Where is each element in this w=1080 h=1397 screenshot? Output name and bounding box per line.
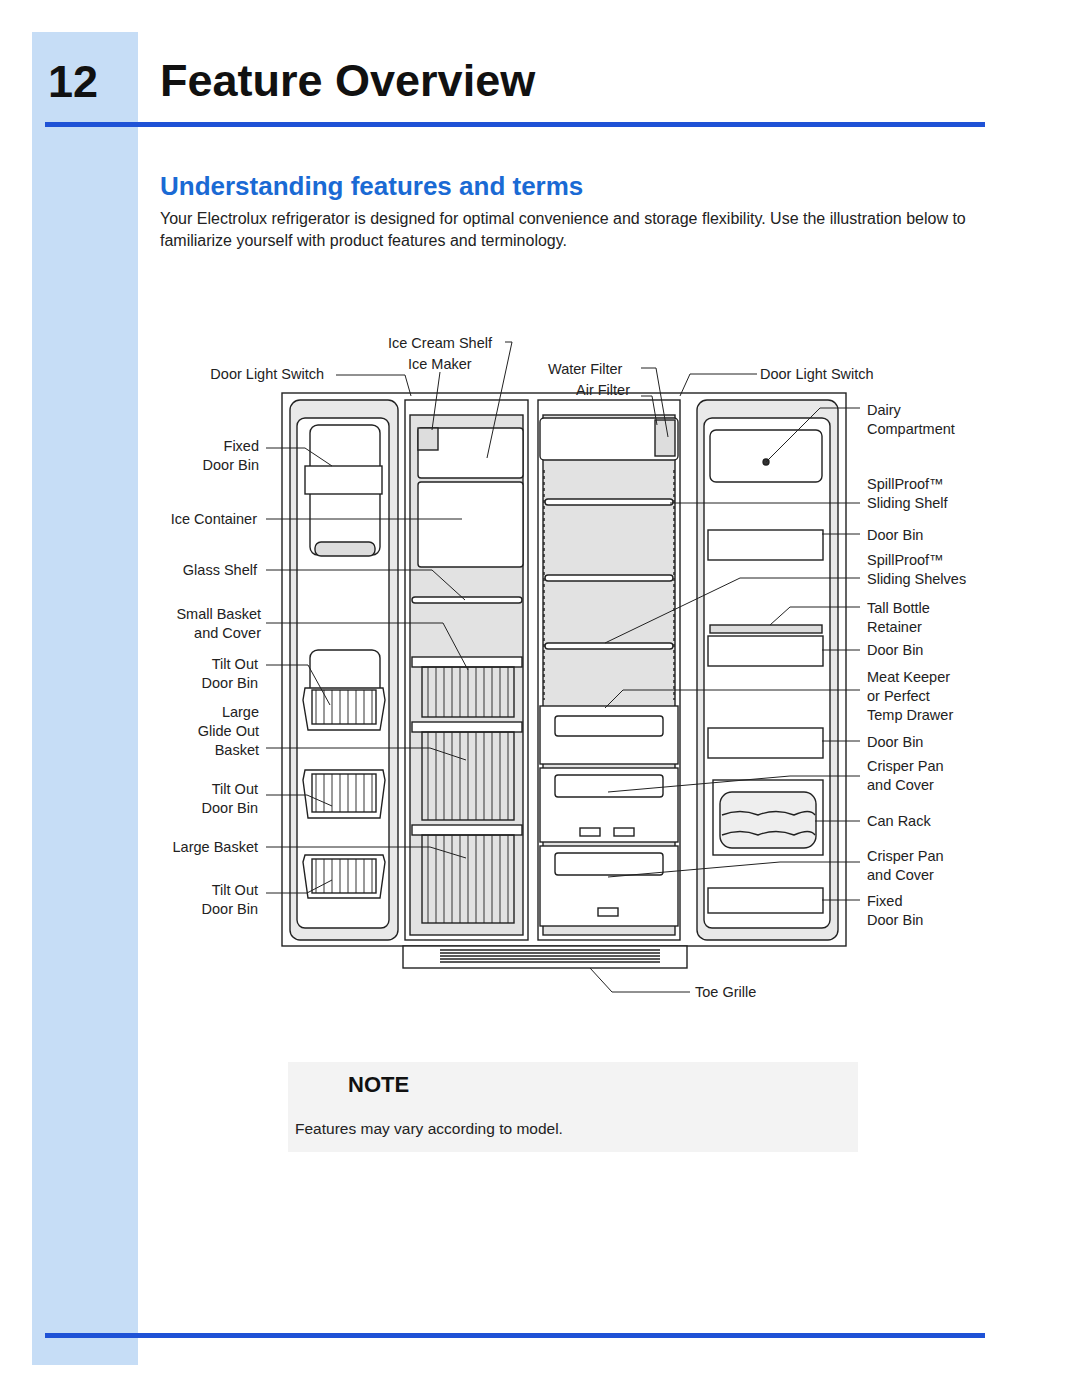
- callout-label: Door Light Switch: [760, 365, 910, 384]
- note-text: Features may vary according to model.: [295, 1120, 563, 1138]
- callout-label: Tilt Out Door Bin: [188, 655, 258, 693]
- note-heading: NOTE: [348, 1072, 409, 1098]
- callout-label: Tilt Out Door Bin: [188, 780, 258, 818]
- callout-label: Large Glide Out Basket: [189, 703, 259, 760]
- intro-paragraph: Your Electrolux refrigerator is designed…: [160, 208, 990, 252]
- callout-label: Glass Shelf: [147, 561, 257, 580]
- callout-label: Door Bin: [867, 733, 957, 752]
- callout-label: Large Basket: [148, 838, 258, 857]
- page-number: 12: [48, 56, 128, 108]
- callout-label: Toe Grille: [695, 983, 785, 1002]
- section-heading: Understanding features and terms: [160, 170, 860, 202]
- callout-label: Tilt Out Door Bin: [188, 881, 258, 919]
- callout-label: Air Filter: [576, 381, 656, 400]
- callout-label: Door Light Switch: [174, 365, 324, 384]
- callout-label: SpillProof™ Sliding Shelf: [867, 475, 967, 513]
- page-title: Feature Overview: [160, 55, 535, 107]
- note-box: NOTE Features may vary according to model…: [288, 1062, 858, 1152]
- callout-label: Ice Container: [147, 510, 257, 529]
- callout-label: Door Bin: [867, 526, 957, 545]
- callout-label: Tall Bottle Retainer: [867, 599, 947, 637]
- callout-label: Ice Maker: [408, 355, 498, 374]
- callout-label: SpillProof™ Sliding Shelves: [867, 551, 985, 589]
- callout-label: Ice Cream Shelf: [388, 334, 518, 353]
- callout-label: Crisper Pan and Cover: [867, 757, 962, 795]
- callout-label: Meat Keeper or Perfect Temp Drawer: [867, 668, 959, 725]
- callout-label: Fixed Door Bin: [867, 892, 937, 930]
- callout-label: Water Filter: [548, 360, 648, 379]
- callout-label: Crisper Pan and Cover: [867, 847, 962, 885]
- callout-label: Can Rack: [867, 812, 957, 831]
- callout-label: Fixed Door Bin: [189, 437, 259, 475]
- callout-label: Small Basket and Cover: [156, 605, 261, 643]
- callout-label: Dairy Compartment: [867, 401, 977, 439]
- callout-label: Door Bin: [867, 641, 957, 660]
